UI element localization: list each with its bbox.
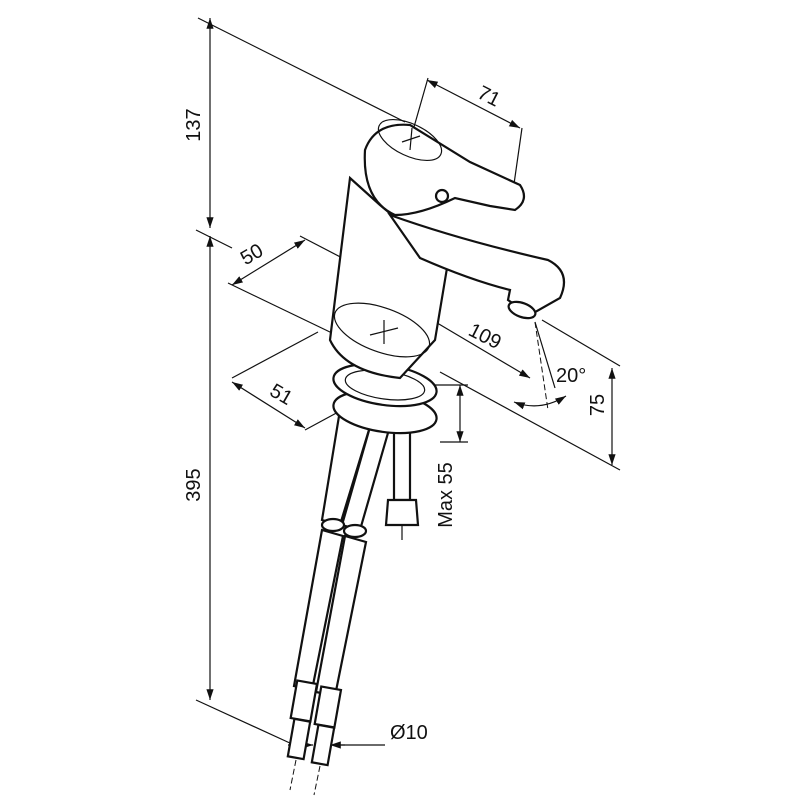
lever-handle bbox=[363, 118, 526, 217]
dim-spout-height: 75 bbox=[587, 394, 609, 416]
dim-body-diameter: 50 bbox=[237, 240, 267, 270]
spout-angle-dimension bbox=[513, 321, 567, 411]
spout bbox=[387, 212, 566, 320]
dim-base-diameter: 51 bbox=[266, 380, 296, 410]
dim-height-upper: 137 bbox=[183, 108, 205, 141]
mounting-plate bbox=[332, 362, 438, 435]
dim-max-thickness: Max 55 bbox=[435, 462, 457, 528]
flexible-hoses bbox=[286, 408, 392, 796]
vertical-dimension-lines bbox=[195, 17, 406, 745]
spout-height-dimension bbox=[439, 319, 621, 471]
faucet-body bbox=[328, 175, 450, 380]
dim-spout-reach: 109 bbox=[465, 319, 505, 354]
dim-hose-diameter: Ø10 bbox=[390, 722, 428, 744]
dim-height-total: 395 bbox=[183, 468, 205, 501]
dim-spout-angle: 20° bbox=[556, 365, 586, 387]
